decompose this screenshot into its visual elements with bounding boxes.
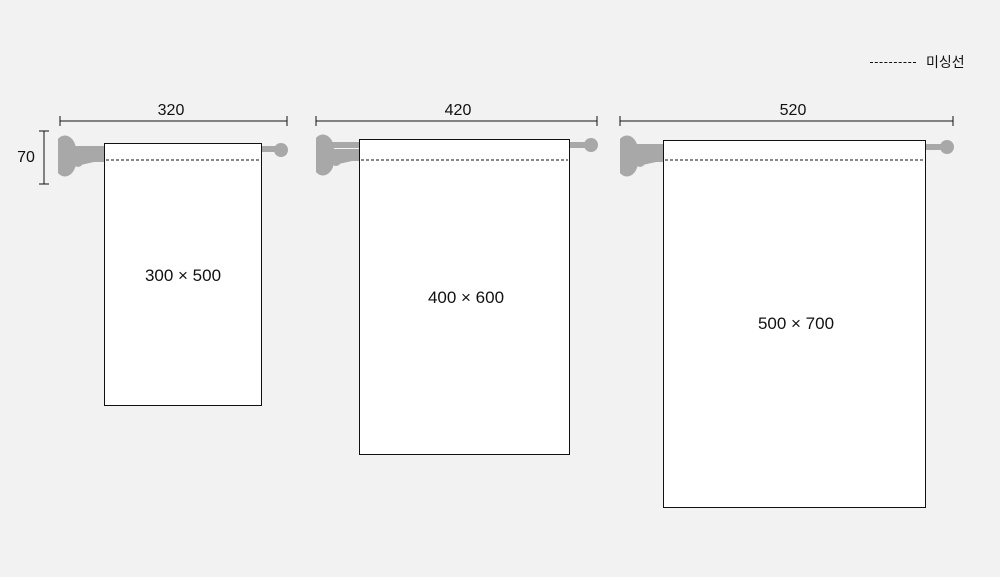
rod-end-cap: [584, 138, 598, 152]
panel-size-label: 400 × 600: [427, 288, 505, 307]
curtain-panel: [663, 140, 926, 508]
item-1: [39, 116, 288, 406]
height-label: 70: [17, 149, 35, 166]
panel-size-label: 300 × 500: [144, 266, 222, 285]
legend-dashed-line: [870, 61, 916, 63]
panel-size-label: 500 × 700: [757, 314, 835, 333]
curtain-panel: [104, 143, 262, 406]
item-3: [618, 116, 954, 508]
legend-label: 미싱선: [926, 54, 965, 70]
rod-end-cap: [940, 140, 954, 154]
rod-end-cap: [274, 143, 288, 157]
rod-width-label: 420: [444, 102, 472, 119]
rod-bracket-icon: [56, 134, 112, 178]
rod-width-label: 520: [779, 102, 807, 119]
item-2: [314, 116, 598, 455]
curtain-panel: [359, 139, 570, 455]
rod-width-label: 320: [157, 102, 185, 119]
legend: 미싱선: [870, 52, 965, 72]
